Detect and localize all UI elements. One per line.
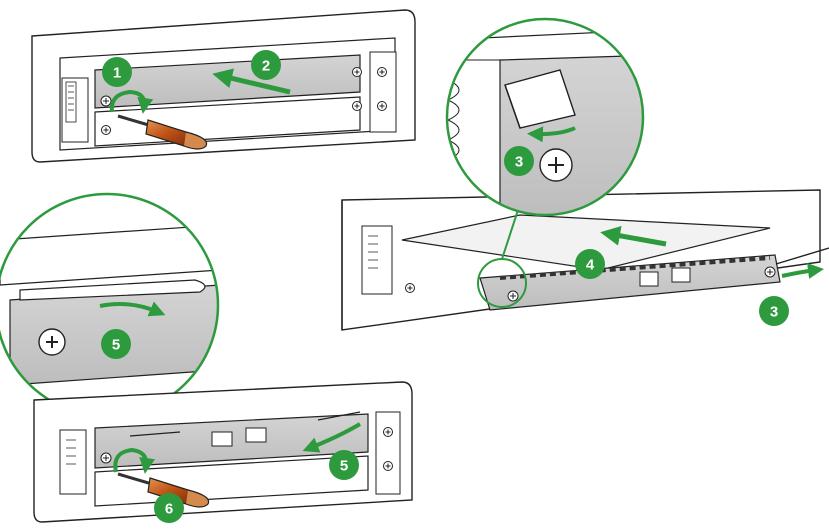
svg-text:4: 4 xyxy=(586,257,595,274)
interface-card-board xyxy=(401,214,771,271)
rotate-arrow-icon xyxy=(109,89,154,114)
step-badge-3-zoom: 3 xyxy=(504,146,534,176)
svg-text:2: 2 xyxy=(262,58,270,75)
svg-text:6: 6 xyxy=(165,501,173,518)
screwdriver-icon xyxy=(117,472,210,508)
chassis-bottom xyxy=(33,381,413,523)
svg-text:3: 3 xyxy=(515,154,523,171)
zoom-detail-lever xyxy=(0,192,220,418)
insert-arrow xyxy=(600,225,667,247)
step-badge-3: 3 xyxy=(759,296,789,326)
step-badge-6: 6 xyxy=(154,493,184,523)
step-badge-1: 1 xyxy=(102,57,132,87)
step-badge-5: 5 xyxy=(329,450,359,480)
step-badge-5-zoom: 5 xyxy=(101,329,131,359)
svg-text:3: 3 xyxy=(770,304,778,321)
svg-text:1: 1 xyxy=(113,65,121,82)
lever-arrow xyxy=(781,263,824,279)
screwdriver-icon xyxy=(117,114,208,150)
chassis-top xyxy=(31,9,416,163)
interface-card-faceplate xyxy=(479,254,781,311)
svg-text:5: 5 xyxy=(112,337,120,354)
step-badge-4: 4 xyxy=(575,249,605,279)
zoom-detail-ejector xyxy=(445,17,645,217)
rotate-arrow-icon xyxy=(113,447,156,474)
pull-arrow xyxy=(212,68,291,95)
svg-text:5: 5 xyxy=(340,458,348,475)
step-badge-2: 2 xyxy=(251,50,281,80)
